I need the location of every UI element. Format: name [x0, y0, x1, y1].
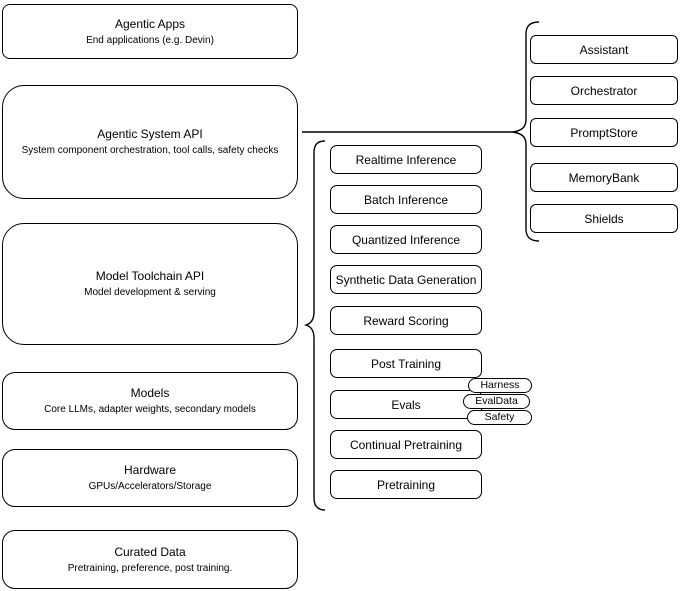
node-label: Batch Inference — [363, 192, 449, 207]
node-title: Model Toolchain API — [95, 269, 205, 283]
node-pretraining: Pretraining — [330, 470, 482, 499]
node-label: Realtime Inference — [355, 152, 457, 167]
node-label: Evals — [391, 397, 421, 412]
node-label: Quantized Inference — [351, 232, 461, 247]
tag-label: Harness — [480, 379, 520, 392]
node-memorybank: MemoryBank — [530, 163, 678, 192]
node-model-toolchain-api: Model Toolchain API Model development & … — [2, 223, 298, 345]
node-shields: Shields — [530, 204, 678, 233]
tag-harness: Harness — [468, 378, 532, 393]
node-subtitle: Pretraining, preference, post training. — [67, 562, 233, 574]
node-continual-pretraining: Continual Pretraining — [330, 430, 482, 459]
tag-label: EvalData — [475, 395, 518, 408]
node-title: Hardware — [123, 463, 177, 477]
node-promptstore: PromptStore — [530, 118, 678, 147]
node-quantized-inference: Quantized Inference — [330, 225, 482, 254]
node-batch-inference: Batch Inference — [330, 185, 482, 214]
node-title: Agentic Apps — [114, 16, 186, 31]
node-label: PromptStore — [570, 125, 638, 140]
node-label: Shields — [584, 211, 624, 226]
node-hardware: Hardware GPUs/Accelerators/Storage — [2, 449, 298, 507]
node-models: Models Core LLMs, adapter weights, secon… — [2, 372, 298, 430]
node-curated-data: Curated Data Pretraining, preference, po… — [2, 530, 298, 589]
node-evals: Evals — [330, 390, 482, 419]
node-title: Models — [130, 386, 170, 400]
node-realtime-inference: Realtime Inference — [330, 145, 482, 174]
tag-safety: Safety — [467, 410, 532, 425]
toolchain-group-brace — [303, 140, 326, 511]
node-label: Post Training — [370, 356, 442, 371]
node-agentic-system-api: Agentic System API System component orch… — [2, 85, 298, 199]
node-post-training: Post Training — [330, 349, 482, 378]
node-subtitle: Core LLMs, adapter weights, secondary mo… — [44, 404, 256, 415]
node-subtitle: Model development & serving — [84, 287, 216, 298]
node-title: Agentic System API — [97, 127, 203, 141]
node-subtitle: GPUs/Accelerators/Storage — [88, 481, 212, 492]
node-synthetic-data-generation: Synthetic Data Generation — [330, 265, 482, 294]
tag-evaldata: EvalData — [463, 394, 530, 409]
node-agentic-apps: Agentic Apps End applications (e.g. Devi… — [2, 4, 298, 59]
node-label: MemoryBank — [568, 170, 640, 185]
node-subtitle: System component orchestration, tool cal… — [21, 145, 279, 156]
node-orchestrator: Orchestrator — [530, 76, 678, 105]
node-label: Continual Pretraining — [349, 437, 463, 452]
node-reward-scoring: Reward Scoring — [330, 306, 482, 335]
node-subtitle: End applications (e.g. Devin) — [86, 34, 214, 46]
node-label: Pretraining — [376, 477, 436, 492]
node-title: Curated Data — [114, 544, 186, 559]
node-label: Assistant — [579, 42, 629, 57]
node-label: Reward Scoring — [363, 313, 449, 328]
node-label: Orchestrator — [570, 83, 638, 98]
node-label: Synthetic Data Generation — [335, 272, 477, 287]
tag-label: Safety — [484, 411, 515, 424]
node-assistant: Assistant — [530, 35, 678, 64]
